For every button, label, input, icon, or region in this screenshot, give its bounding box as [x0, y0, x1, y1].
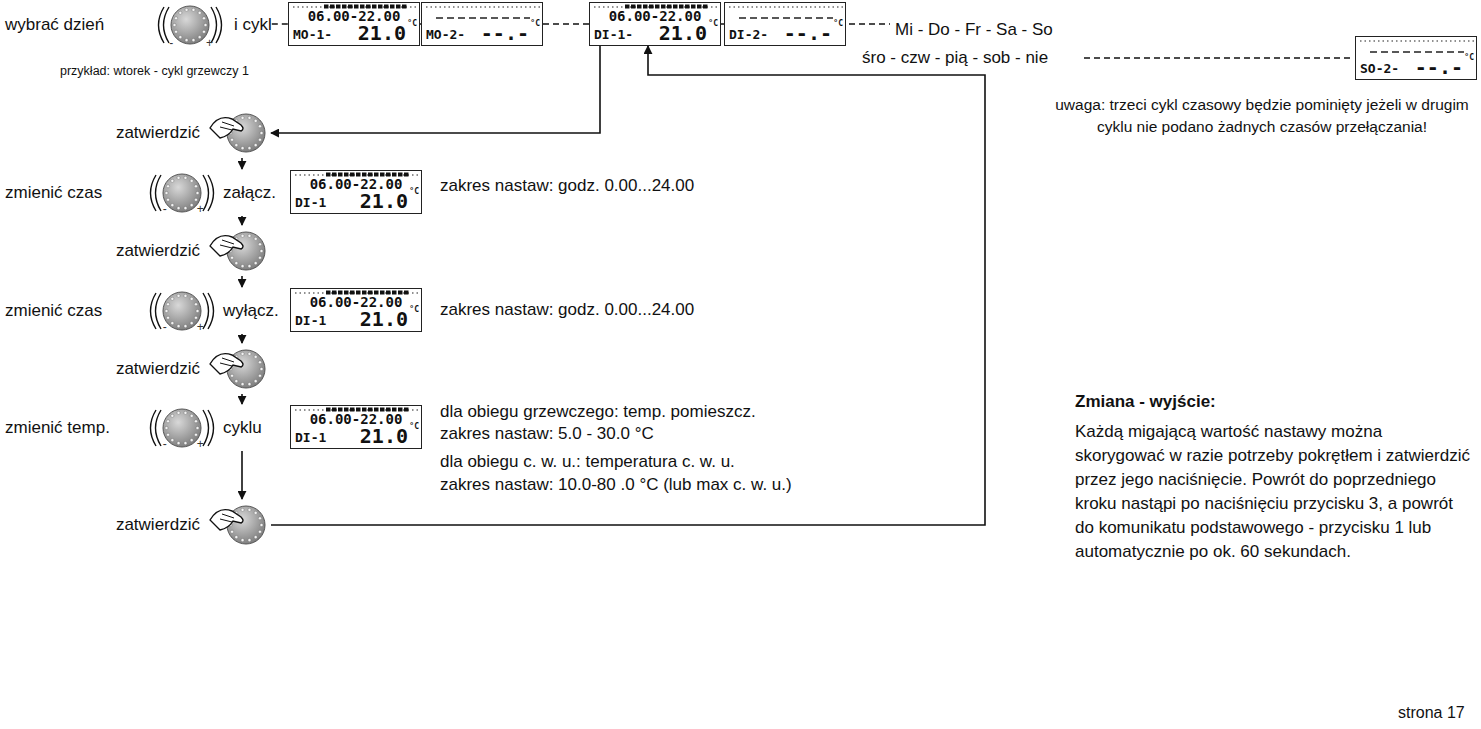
- lcd-display: 06.00-22.00DI-1- 21.0°C: [589, 2, 721, 46]
- lcd-time: 06.00-22.00: [289, 8, 419, 24]
- turn-knob-icon: [150, 0, 230, 50]
- lcd-value: 21.0: [358, 23, 406, 44]
- lcd-time: 06.00-22.00: [291, 411, 421, 427]
- lcd-day-cycle: DI-1: [295, 195, 326, 210]
- dashed-leader: [1084, 57, 1352, 59]
- lcd-unit: °C: [407, 19, 417, 28]
- lcd-value: --.-: [1415, 57, 1463, 78]
- confirm-step: zatwierdzić: [116, 500, 270, 550]
- dashed-leader: [849, 23, 890, 25]
- lcd-display: 06.00-22.00DI-1 21.0°C: [290, 288, 422, 332]
- step-label: zatwierdzić: [116, 515, 200, 535]
- flow-arrow: [271, 46, 600, 133]
- dial-direction-sign: +: [197, 321, 204, 334]
- lcd-unit: °C: [1464, 53, 1474, 62]
- dial-direction-sign: -: [163, 321, 167, 334]
- page-number: strona 17: [1398, 704, 1465, 722]
- step-label: zatwierdzić: [116, 123, 200, 143]
- dial-step: wybrać dzień i cykl: [5, 0, 272, 50]
- step-label: załącz.: [223, 183, 276, 203]
- note-text: zakres nastaw: 10.0-80 .0 °C (lub max c.…: [440, 475, 792, 495]
- dial-direction-sign: +: [206, 37, 213, 50]
- push-knob-icon: [208, 344, 270, 394]
- turn-knob-icon: [145, 170, 219, 216]
- lcd-day-cycle: DI-1: [295, 430, 326, 445]
- step-label: zatwierdzić: [116, 241, 200, 261]
- note-text: Zmiana - wyjście:: [1075, 392, 1216, 412]
- confirm-step: zatwierdzić: [116, 226, 270, 276]
- note-text: zakres nastaw: 5.0 - 30.0 °C: [440, 424, 654, 444]
- flow-arrow: [241, 334, 243, 343]
- flow-arrow: [241, 394, 243, 404]
- dial-step: zmienić czas załącz.: [5, 170, 276, 216]
- turn-knob-icon: [145, 288, 219, 334]
- lcd-day-cycle: DI-1: [295, 313, 326, 328]
- lcd-day-cycle: SO-2-: [1360, 61, 1399, 76]
- flow-arrow: [271, 46, 985, 525]
- flow-arrow: [241, 158, 243, 169]
- lcd-value: 21.0: [360, 309, 408, 330]
- dial-step: zmienić czas wyłącz.: [5, 288, 279, 334]
- step-label: zmienić czas: [5, 301, 145, 321]
- push-knob-icon: [208, 500, 270, 550]
- lcd-day-cycle: DI-2-: [729, 27, 768, 42]
- lcd-unit: °C: [409, 305, 419, 314]
- confirm-step: zatwierdzić: [116, 344, 270, 394]
- dial-direction-sign: -: [163, 203, 167, 216]
- lcd-day-cycle: DI-1-: [594, 27, 633, 42]
- lcd-unit: °C: [409, 422, 419, 431]
- flow-arrow: [241, 276, 243, 287]
- lcd-display: 06.00-22.00DI-1 21.0°C: [290, 405, 422, 449]
- lcd-value: --.-: [481, 23, 529, 44]
- step-label: wybrać dzień: [5, 15, 150, 35]
- dial-direction-sign: -: [169, 37, 173, 50]
- lcd-time: 06.00-22.00: [291, 176, 421, 192]
- note-text: Mi - Do - Fr - Sa - So: [895, 20, 1053, 40]
- lcd-unit: °C: [833, 19, 843, 28]
- lcd-display: DI-2- --.-°C: [724, 2, 846, 46]
- dial-step: zmienić temp. cyklu: [5, 405, 262, 451]
- lcd-unit: °C: [530, 19, 540, 28]
- step-label: zmienić temp.: [5, 418, 145, 438]
- step-label: zatwierdzić: [116, 359, 200, 379]
- note-text: dla obiegu grzewczego: temp. pomieszcz.: [440, 402, 756, 422]
- step-label: wyłącz.: [223, 301, 279, 321]
- lcd-unit: °C: [708, 19, 718, 28]
- dashed-link: [543, 23, 589, 25]
- lcd-day-cycle: MO-2-: [426, 27, 465, 42]
- step-label: i cykl: [234, 15, 272, 35]
- note-text: zakres nastaw: godz. 0.00...24.00: [440, 300, 694, 320]
- lcd-value: --.-: [784, 23, 832, 44]
- flow-arrow: [241, 451, 243, 499]
- lcd-day-cycle: MO-1-: [293, 27, 332, 42]
- dashed-link: [272, 23, 288, 25]
- note-text: uwaga: trzeci cykl czasowy będzie pomini…: [1050, 94, 1474, 138]
- step-label: zmienić czas: [5, 183, 145, 203]
- confirm-step: zatwierdzić: [116, 108, 270, 158]
- note-text: śro - czw - pią - sob - nie: [862, 48, 1048, 68]
- lcd-value: 21.0: [360, 191, 408, 212]
- dial-direction-sign: +: [197, 438, 204, 451]
- push-knob-icon: [208, 108, 270, 158]
- note-text: Każdą migającą wartość nastawy można sko…: [1075, 420, 1473, 564]
- note-text: przykład: wtorek - cykl grzewczy 1: [60, 64, 249, 78]
- lcd-unit: °C: [409, 187, 419, 196]
- lcd-display: 06.00-22.00MO-1- 21.0°C: [288, 2, 420, 46]
- lcd-value: 21.0: [659, 23, 707, 44]
- push-knob-icon: [208, 226, 270, 276]
- note-text: zakres nastaw: godz. 0.00...24.00: [440, 176, 694, 196]
- note-text: dla obiegu c. w. u.: temperatura c. w. u…: [440, 452, 735, 472]
- lcd-display: SO-2- --.-°C: [1355, 36, 1477, 80]
- lcd-time: 06.00-22.00: [590, 8, 720, 24]
- lcd-value: 21.0: [360, 426, 408, 447]
- step-label: cyklu: [223, 418, 262, 438]
- turn-knob-icon: [145, 405, 219, 451]
- lcd-display: 06.00-22.00DI-1 21.0°C: [290, 170, 422, 214]
- lcd-time: 06.00-22.00: [291, 294, 421, 310]
- lcd-display: MO-2- --.-°C: [421, 2, 543, 46]
- dial-direction-sign: +: [197, 203, 204, 216]
- flow-arrow: [241, 216, 243, 225]
- dial-direction-sign: -: [163, 438, 167, 451]
